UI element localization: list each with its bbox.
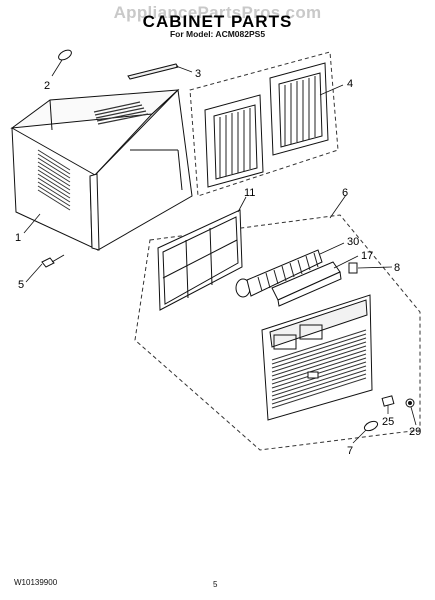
callout-7: 7 [347,445,353,457]
callout-3: 3 [195,68,201,80]
cabinet-part [10,88,193,251]
document-number: W10139900 [14,578,58,587]
callout-25: 25 [382,416,394,428]
top-strip-part [127,63,179,80]
blower-wheel-part [235,249,323,298]
knob-screw-part [405,398,415,408]
callout-1: 1 [15,232,21,244]
callout-2: 2 [44,80,50,92]
clip-part [348,262,358,274]
seal-part-bottom [363,420,379,432]
seal-part-top [58,49,72,61]
knob-part [381,395,395,407]
front-assembly-outline [134,214,421,451]
screw-part [41,254,65,268]
callout-6: 6 [342,187,348,199]
callout-4: 4 [347,78,353,90]
callout-8: 8 [394,262,400,274]
callout-17: 17 [361,250,373,262]
page-number: 5 [213,580,218,589]
leader-lines [23,59,417,444]
front-grille-part [261,294,373,421]
callout-29: 29 [409,426,421,438]
callout-5: 5 [18,279,24,291]
callout-11: 11 [244,187,255,199]
callout-30: 30 [347,236,359,248]
watermark: AppliancePartsPros.com [113,3,322,22]
page-title: CABINET PARTS [142,12,293,31]
damper-part [271,261,342,307]
air-filter-part [157,209,243,311]
side-curtain-part [204,62,329,188]
model-subtitle: For Model: ACM082PS5 [169,29,266,39]
